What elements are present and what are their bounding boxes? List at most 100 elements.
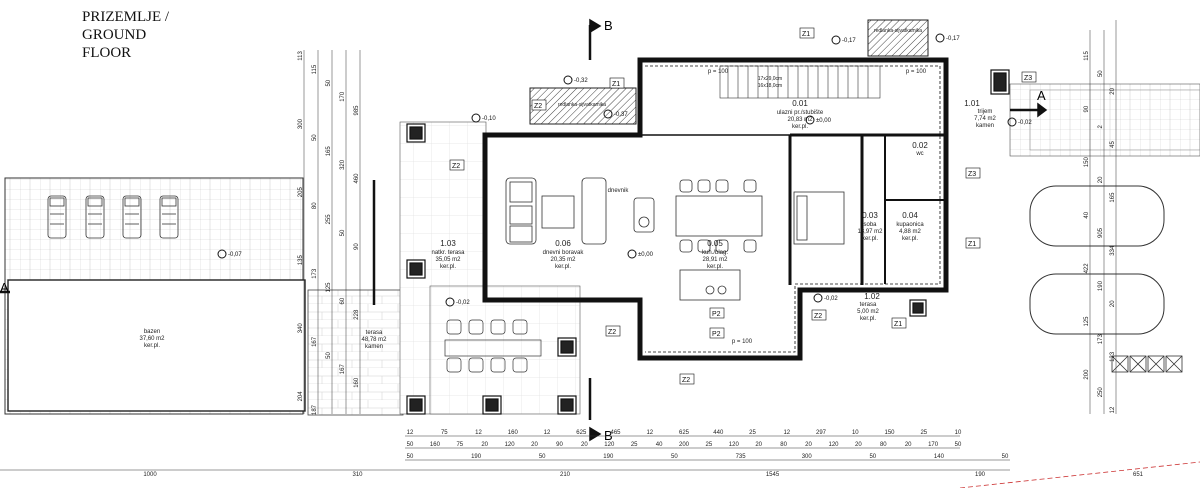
dimension-row1-11: 12 [783,430,790,436]
room-number-0-06: 0.06 [555,239,571,248]
dimension-row2-19: 80 [880,442,887,448]
left-dimension-2: 50 [326,79,332,86]
room-label-0-06-a: dnevni boravak [543,250,585,256]
room-label-1-02-c: ker.pl. [860,316,876,322]
dimension-row1-15: 25 [920,430,927,436]
right-dimension-1: 50 [1098,70,1104,77]
tag-z2-c: Z2 [608,329,616,336]
right-dimension-12: 422 [1084,263,1090,274]
pool-label-b: 37,60 m2 [139,336,165,342]
stair-label-2: 16x18,0cm [758,83,782,89]
room-label-0-04-a: kupaonica [896,222,924,228]
left-dimension-26: 187 [312,404,318,415]
wall-tags: Z1 Z2 Z2 Z2 Z1 Z3 Z3 Z1 Z1 Z2 Z2 P2 P2 [449,27,1037,385]
dimension-row1-0: 12 [407,430,414,436]
title-line-3: FLOOR [82,45,132,61]
planter-label-1: redlanka-sijvatkamika [558,102,606,108]
level-10: -0,02 [824,296,838,302]
dimension-row1-10: 25 [749,430,756,436]
level-markers: -0,17 -0,17 -0,32 -0,37 -0,10 ±0,00 ±0,0… [217,33,1032,307]
level-7: ±0,00 [638,252,654,258]
room-number-0-05: 0.05 [707,239,723,248]
room-label-0-01-c: ker.pl. [792,124,808,130]
left-dimension-lines [303,50,361,414]
pool-label-c: ker.pl. [144,343,160,349]
right-dimension-10: 905 [1098,227,1104,238]
right-dimension-4: 2 [1098,124,1104,128]
dimension-row1-7: 12 [646,430,653,436]
title-line-2: GROUND [82,27,147,43]
dimension-row2-8: 120 [604,442,615,448]
terrace-label-a: terasa [366,330,383,336]
dimension-row3-5: 735 [736,454,747,460]
room-number-0-02: 0.02 [912,141,928,150]
stone-terrace [307,289,404,416]
section-a-right: A [1037,88,1046,103]
terrace-label-b: 48,78 m2 [361,337,387,343]
room-label-0-05-b: 28,91 m2 [702,257,728,263]
level-6: ±0,00 [816,118,832,124]
dimension-row2-7: 20 [581,442,588,448]
left-dimension-22: 50 [326,352,332,359]
building-walls [482,57,949,361]
plan-title: PRIZEMLJE / GROUND FLOOR [82,8,169,62]
dimension-row3-6: 300 [802,454,813,460]
dimension-row1-14: 150 [884,430,895,436]
hatched-boxes [1111,355,1183,373]
tag-p2-b: P2 [712,331,721,338]
stair-label-1: 17x29,0cm [758,76,782,82]
dimension-row1-5: 625 [576,430,587,436]
dimension-row2-3: 20 [481,442,488,448]
left-dimension-14: 90 [354,243,360,250]
dimension-row2-20: 20 [905,442,912,448]
right-dimension-19: 250 [1098,387,1104,398]
planter-north [529,87,637,125]
room-label-1-03-a: natkr. terasa [431,250,465,256]
room-label-0-02-a: wc [915,151,923,157]
dimension-row5-0: 651 [1133,472,1144,478]
car-2 [1029,273,1165,335]
dimension-row1-12: 297 [816,430,827,436]
left-dimension-3: 170 [340,91,346,102]
dimension-row2-21: 170 [928,442,939,448]
left-dimension-0: 113 [298,51,304,61]
dimension-row1-4: 12 [544,430,551,436]
left-dimension-16: 173 [312,268,318,279]
level-8: -0,07 [228,252,242,258]
section-b-bottom: B [604,428,613,443]
dimension-row2-17: 120 [828,442,839,448]
dimension-row2-6: 90 [556,442,563,448]
dimension-row2-2: 75 [456,442,463,448]
room-label-0-01-a: ulazni pr./stubište [777,110,824,116]
dimension-row3-3: 190 [603,454,614,460]
dimension-row2-22: 50 [955,442,962,448]
section-b-top: B [604,18,613,33]
tag-p2-a: P2 [712,311,721,318]
dimension-row2-14: 20 [755,442,762,448]
tag-z3-a: Z3 [1024,75,1032,82]
level-1: -0,17 [842,38,856,44]
right-dimension-16: 173 [1098,334,1104,345]
tag-z2-a: Z2 [534,103,542,110]
left-dimension-21: 167 [312,336,318,347]
right-dimension-6: 150 [1084,157,1090,168]
dimension-row1-13: 10 [852,430,859,436]
left-dimension-24: 160 [354,377,360,388]
dimension-row2-18: 20 [855,442,862,448]
dimension-row1-9: 440 [713,430,724,436]
staircase [719,65,881,99]
left-dimension-15: 135 [298,255,304,266]
misc-label-p2: p = 100 [906,69,927,75]
room-label-0-04-b: 4,88 m2 [899,229,921,235]
left-dimension-1: 115 [312,64,318,74]
left-dimension-8: 320 [340,159,346,170]
right-dimension-18: 200 [1084,369,1090,380]
level-4: -0,37 [614,112,628,118]
left-dimension-12: 255 [326,214,332,225]
room-label-0-05-c: ker.pl. [707,264,723,270]
room-number-1-03: 1.03 [440,239,456,248]
dimension-row3-9: 50 [1002,454,1009,460]
dimension-row3-0: 50 [407,454,414,460]
room-label-0-03-b: 13,97 m2 [857,229,883,235]
dimension-row3-2: 50 [539,454,546,460]
